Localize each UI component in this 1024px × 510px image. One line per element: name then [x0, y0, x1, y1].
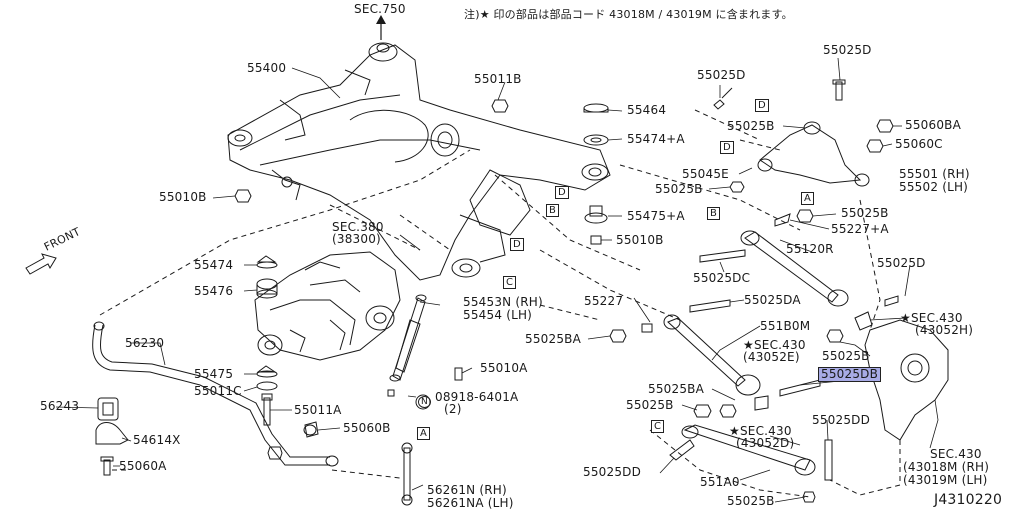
- label-sec430-43052H-sub: (43052H): [915, 323, 974, 337]
- diagram-reference-code: J4310220: [934, 492, 1003, 508]
- label-55025B-3[interactable]: 55025B: [841, 206, 889, 220]
- label-55011B[interactable]: 55011B: [474, 72, 522, 86]
- label-56230[interactable]: 56230: [125, 336, 165, 350]
- lateral-link-55120R: [699, 209, 849, 307]
- nut-prefix-circle: N: [418, 394, 431, 409]
- callout-box-D: D: [510, 238, 524, 251]
- label-55045E[interactable]: 55045E: [682, 167, 729, 181]
- label-sec430-43052D[interactable]: ★SEC.430: [729, 424, 792, 438]
- label-sec430-43052H[interactable]: ★SEC.430: [900, 311, 963, 325]
- star-icon: ★: [900, 311, 911, 325]
- sec750-arrow: [376, 15, 386, 40]
- label-55060A[interactable]: 55060A: [119, 459, 167, 473]
- label-55025DA[interactable]: 55025DA: [744, 293, 801, 307]
- label-55025DB-highlighted[interactable]: 55025DB: [818, 367, 882, 382]
- label-54614X[interactable]: 54614X: [133, 433, 181, 447]
- label-55502-lh[interactable]: 55502 (LH): [899, 180, 969, 194]
- upper-link-arm: [713, 79, 894, 193]
- front-direction-arrow: [25, 253, 57, 275]
- label-55025DC[interactable]: 55025DC: [693, 271, 751, 285]
- label-55025DD-2[interactable]: 55025DD: [583, 465, 642, 479]
- label-551B0M[interactable]: 551B0M: [760, 319, 811, 333]
- header-note: 注)★ 印の部品は部品コード 43018M / 43019M に含まれます。: [464, 8, 793, 21]
- label-55025D-right[interactable]: 55025D: [877, 256, 926, 270]
- label-55120R[interactable]: 55120R: [786, 242, 834, 256]
- label-sec380-sub: (38300): [332, 232, 381, 246]
- label-55011A[interactable]: 55011A: [294, 403, 342, 417]
- star-icon: ★: [729, 424, 740, 438]
- label-56243[interactable]: 56243: [40, 399, 80, 413]
- label-55025DD-1[interactable]: 55025DD: [812, 413, 871, 427]
- label-43018M-rh[interactable]: (43018M (RH): [903, 460, 990, 474]
- label-55010A[interactable]: 55010A: [480, 361, 528, 375]
- label-55060B[interactable]: 55060B: [343, 421, 391, 435]
- label-55501-rh[interactable]: 55501 (RH): [899, 167, 970, 181]
- shock-absorber: [387, 294, 427, 397]
- label-sec750[interactable]: SEC.750: [354, 2, 406, 16]
- callout-box-B: B: [707, 207, 721, 220]
- label-sec430-43052E-sub: (43052E): [743, 350, 800, 364]
- label-sec430-43052D-sub: (43052D): [736, 436, 795, 450]
- rear-link-551B0M: [609, 299, 761, 396]
- label-43019M-lh[interactable]: (43019M (LH): [903, 473, 988, 487]
- label-sec430-43052E[interactable]: ★SEC.430: [743, 338, 806, 352]
- label-sec430-main[interactable]: SEC.430: [930, 447, 982, 461]
- label-55025BA-1[interactable]: 55025BA: [525, 332, 582, 346]
- label-55010B-2[interactable]: 55010B: [616, 233, 664, 247]
- differential-housing: [254, 251, 401, 361]
- callout-box-C: C: [651, 420, 665, 433]
- stabilizer-bushing: [95, 397, 129, 476]
- label-55025BA-2[interactable]: 55025BA: [648, 382, 705, 396]
- diff-mount-stack: [256, 255, 278, 426]
- center-bushing-stack: [583, 103, 609, 245]
- rear-subframe: [227, 42, 611, 281]
- label-551A0[interactable]: 551A0: [700, 475, 740, 489]
- label-55464[interactable]: 55464: [627, 103, 667, 117]
- lower-arm-551A0: [669, 424, 833, 503]
- label-55227[interactable]: 55227: [584, 294, 624, 308]
- label-55227A[interactable]: 55227+A: [831, 222, 889, 236]
- label-55454-lh[interactable]: 55454 (LH): [463, 308, 533, 322]
- label-55474[interactable]: 55474: [194, 258, 234, 272]
- callout-box-B: B: [546, 204, 560, 217]
- star-icon: ★: [743, 338, 754, 352]
- stabilizer-link: [303, 424, 413, 506]
- label-56261NA-lh[interactable]: 56261NA (LH): [427, 496, 514, 510]
- label-55010B-1[interactable]: 55010B: [159, 190, 207, 204]
- label-55060C[interactable]: 55060C: [895, 137, 943, 151]
- label-55025B-6[interactable]: 55025B: [727, 494, 775, 508]
- label-55474A[interactable]: 55474+A: [627, 132, 685, 146]
- callout-box-A: A: [801, 192, 815, 205]
- stabilizer-bar: [92, 321, 339, 467]
- label-55025B-5[interactable]: 55025B: [626, 398, 674, 412]
- callout-box-D: D: [555, 186, 569, 199]
- label-55475[interactable]: 55475: [194, 367, 234, 381]
- label-08918-6401A[interactable]: 08918-6401A: [435, 390, 519, 404]
- label-55011C[interactable]: 55011C: [194, 384, 242, 398]
- label-55476[interactable]: 55476: [194, 284, 234, 298]
- label-55025D-top[interactable]: 55025D: [823, 43, 872, 57]
- callout-box-A: A: [417, 427, 431, 440]
- callout-box-C: C: [503, 276, 517, 289]
- callout-box-D: D: [720, 141, 734, 154]
- label-55475A[interactable]: 55475+A: [627, 209, 685, 223]
- label-55025B-4[interactable]: 55025B: [822, 349, 870, 363]
- label-08918-6401A-qty: (2): [444, 402, 462, 416]
- label-55025B-2[interactable]: 55025B: [655, 182, 703, 196]
- label-55025B-1[interactable]: 55025B: [727, 119, 775, 133]
- label-56261N-rh[interactable]: 56261N (RH): [427, 483, 507, 497]
- label-55400[interactable]: 55400: [247, 61, 287, 75]
- callout-box-D: D: [755, 99, 769, 112]
- label-55060BA[interactable]: 55060BA: [905, 118, 962, 132]
- label-sec380[interactable]: SEC.380: [332, 220, 384, 234]
- label-55025D-left[interactable]: 55025D: [697, 68, 746, 82]
- label-55453N-rh[interactable]: 55453N (RH): [463, 295, 543, 309]
